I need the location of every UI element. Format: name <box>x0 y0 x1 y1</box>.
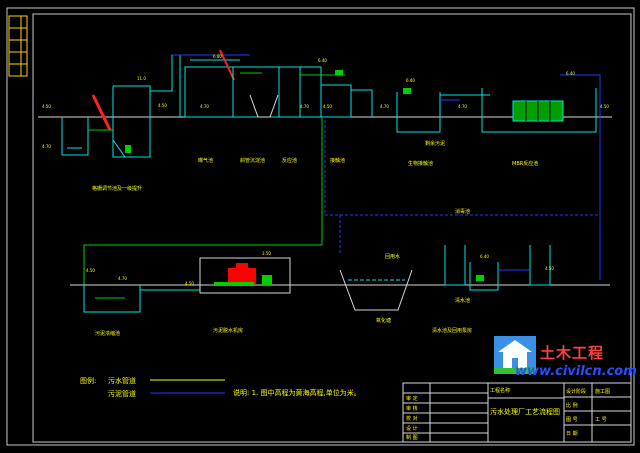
label-mbr: MBR反应池 <box>512 160 538 167</box>
frame-border <box>32 13 632 443</box>
label-reuse: 清水池及回用泵房 <box>432 327 472 334</box>
elev-18: 4.50 <box>185 281 194 286</box>
elev-3: 11.0 <box>137 76 146 81</box>
label-sludge-tank: 污泥浓缩池 <box>95 330 120 337</box>
tb-right-val-1: 施工图 <box>595 388 610 395</box>
legend-item-2: 污泥管道 <box>108 389 136 398</box>
elev-14: 4.50 <box>600 104 609 109</box>
elev-10: 6.40 <box>406 78 415 83</box>
elev-7: 4.70 <box>300 104 309 109</box>
label-return: 剩余污泥 <box>425 140 445 147</box>
label-hydrolysis: 生物接触池 <box>408 160 433 167</box>
elev-15: 3.50 <box>262 251 271 256</box>
legend-title: 图例: <box>80 376 96 385</box>
legend <box>150 379 225 394</box>
tb-right-4: 日 期 <box>566 431 578 437</box>
legend-item-1: 污水管道 <box>108 376 136 385</box>
label-clean: 清水池 <box>455 297 470 304</box>
label-deodor: 回用水 <box>385 253 400 260</box>
elev-12: 4.70 <box>458 104 467 109</box>
drawing-note: 说明: 1. 图中高程为黄海高程,单位为米。 <box>233 388 361 397</box>
elev-19: 6.40 <box>480 254 489 259</box>
elev-5: 4.70 <box>200 104 209 109</box>
grit-tank <box>61 85 151 158</box>
sludge-return-line <box>324 120 600 216</box>
label-jiaban: 反应池 <box>282 157 297 164</box>
settling-block <box>184 49 352 118</box>
elev-1: 4.50 <box>42 104 51 109</box>
elev-16: 4.50 <box>86 268 95 273</box>
elev-8: 6.40 <box>318 58 327 63</box>
tb-right-1: 设计阶段 <box>566 388 586 395</box>
label-grit: 格栅调节池及一级提升 <box>92 185 142 192</box>
tb-row-1: 审 定 <box>406 395 418 402</box>
oxidation-pond <box>339 269 413 311</box>
pipe-3 <box>351 89 373 117</box>
elev-4: 4.50 <box>158 103 167 108</box>
tb-right-2: 比 例 <box>566 402 578 409</box>
tb-drawing-name: 污水处理厂工艺流程图 <box>490 407 560 416</box>
tb-right-val-3: 工 号 <box>595 417 607 423</box>
tb-row-5: 制 图 <box>406 434 418 441</box>
elev-9: 4.50 <box>323 104 332 109</box>
label-disinfect: 消毒池 <box>455 208 470 215</box>
reuse-tank <box>444 245 551 291</box>
elev-6: 6.80 <box>213 54 222 59</box>
tb-row-3: 校 对 <box>406 415 418 422</box>
tb-project: 工程名称 <box>490 387 510 394</box>
label-dewatering: 污泥脱水机房 <box>213 327 243 334</box>
label-pond: 氧化塘 <box>376 317 391 324</box>
label-settle: 斜管沉淀池 <box>240 157 265 164</box>
tb-row-4: 设 计 <box>406 425 418 432</box>
tb-row-2: 审 核 <box>406 405 418 412</box>
elev-2: 4.70 <box>42 144 51 149</box>
sheet-border <box>6 7 635 446</box>
label-aeration: 曝气池 <box>198 157 213 164</box>
label-jianyang: 接触池 <box>330 157 345 164</box>
elev-11: 4.70 <box>380 104 389 109</box>
tb-right-3: 图 号 <box>566 417 578 423</box>
title-block <box>402 382 632 443</box>
mbr-tank <box>440 74 601 280</box>
elev-20: 4.50 <box>545 266 554 271</box>
contact-tank <box>396 88 460 133</box>
watermark-url: www.civilcn.com <box>515 364 637 379</box>
binding-strip <box>8 15 28 77</box>
sludge-concentration-tank <box>83 285 141 313</box>
elev-17: 4.70 <box>118 276 127 281</box>
watermark-logo-icon <box>494 336 536 374</box>
dewatering-house <box>199 257 291 294</box>
watermark-cn: 土木工程 <box>540 344 604 362</box>
sludge-main-line <box>83 117 323 285</box>
elev-13: 6.40 <box>566 71 575 76</box>
